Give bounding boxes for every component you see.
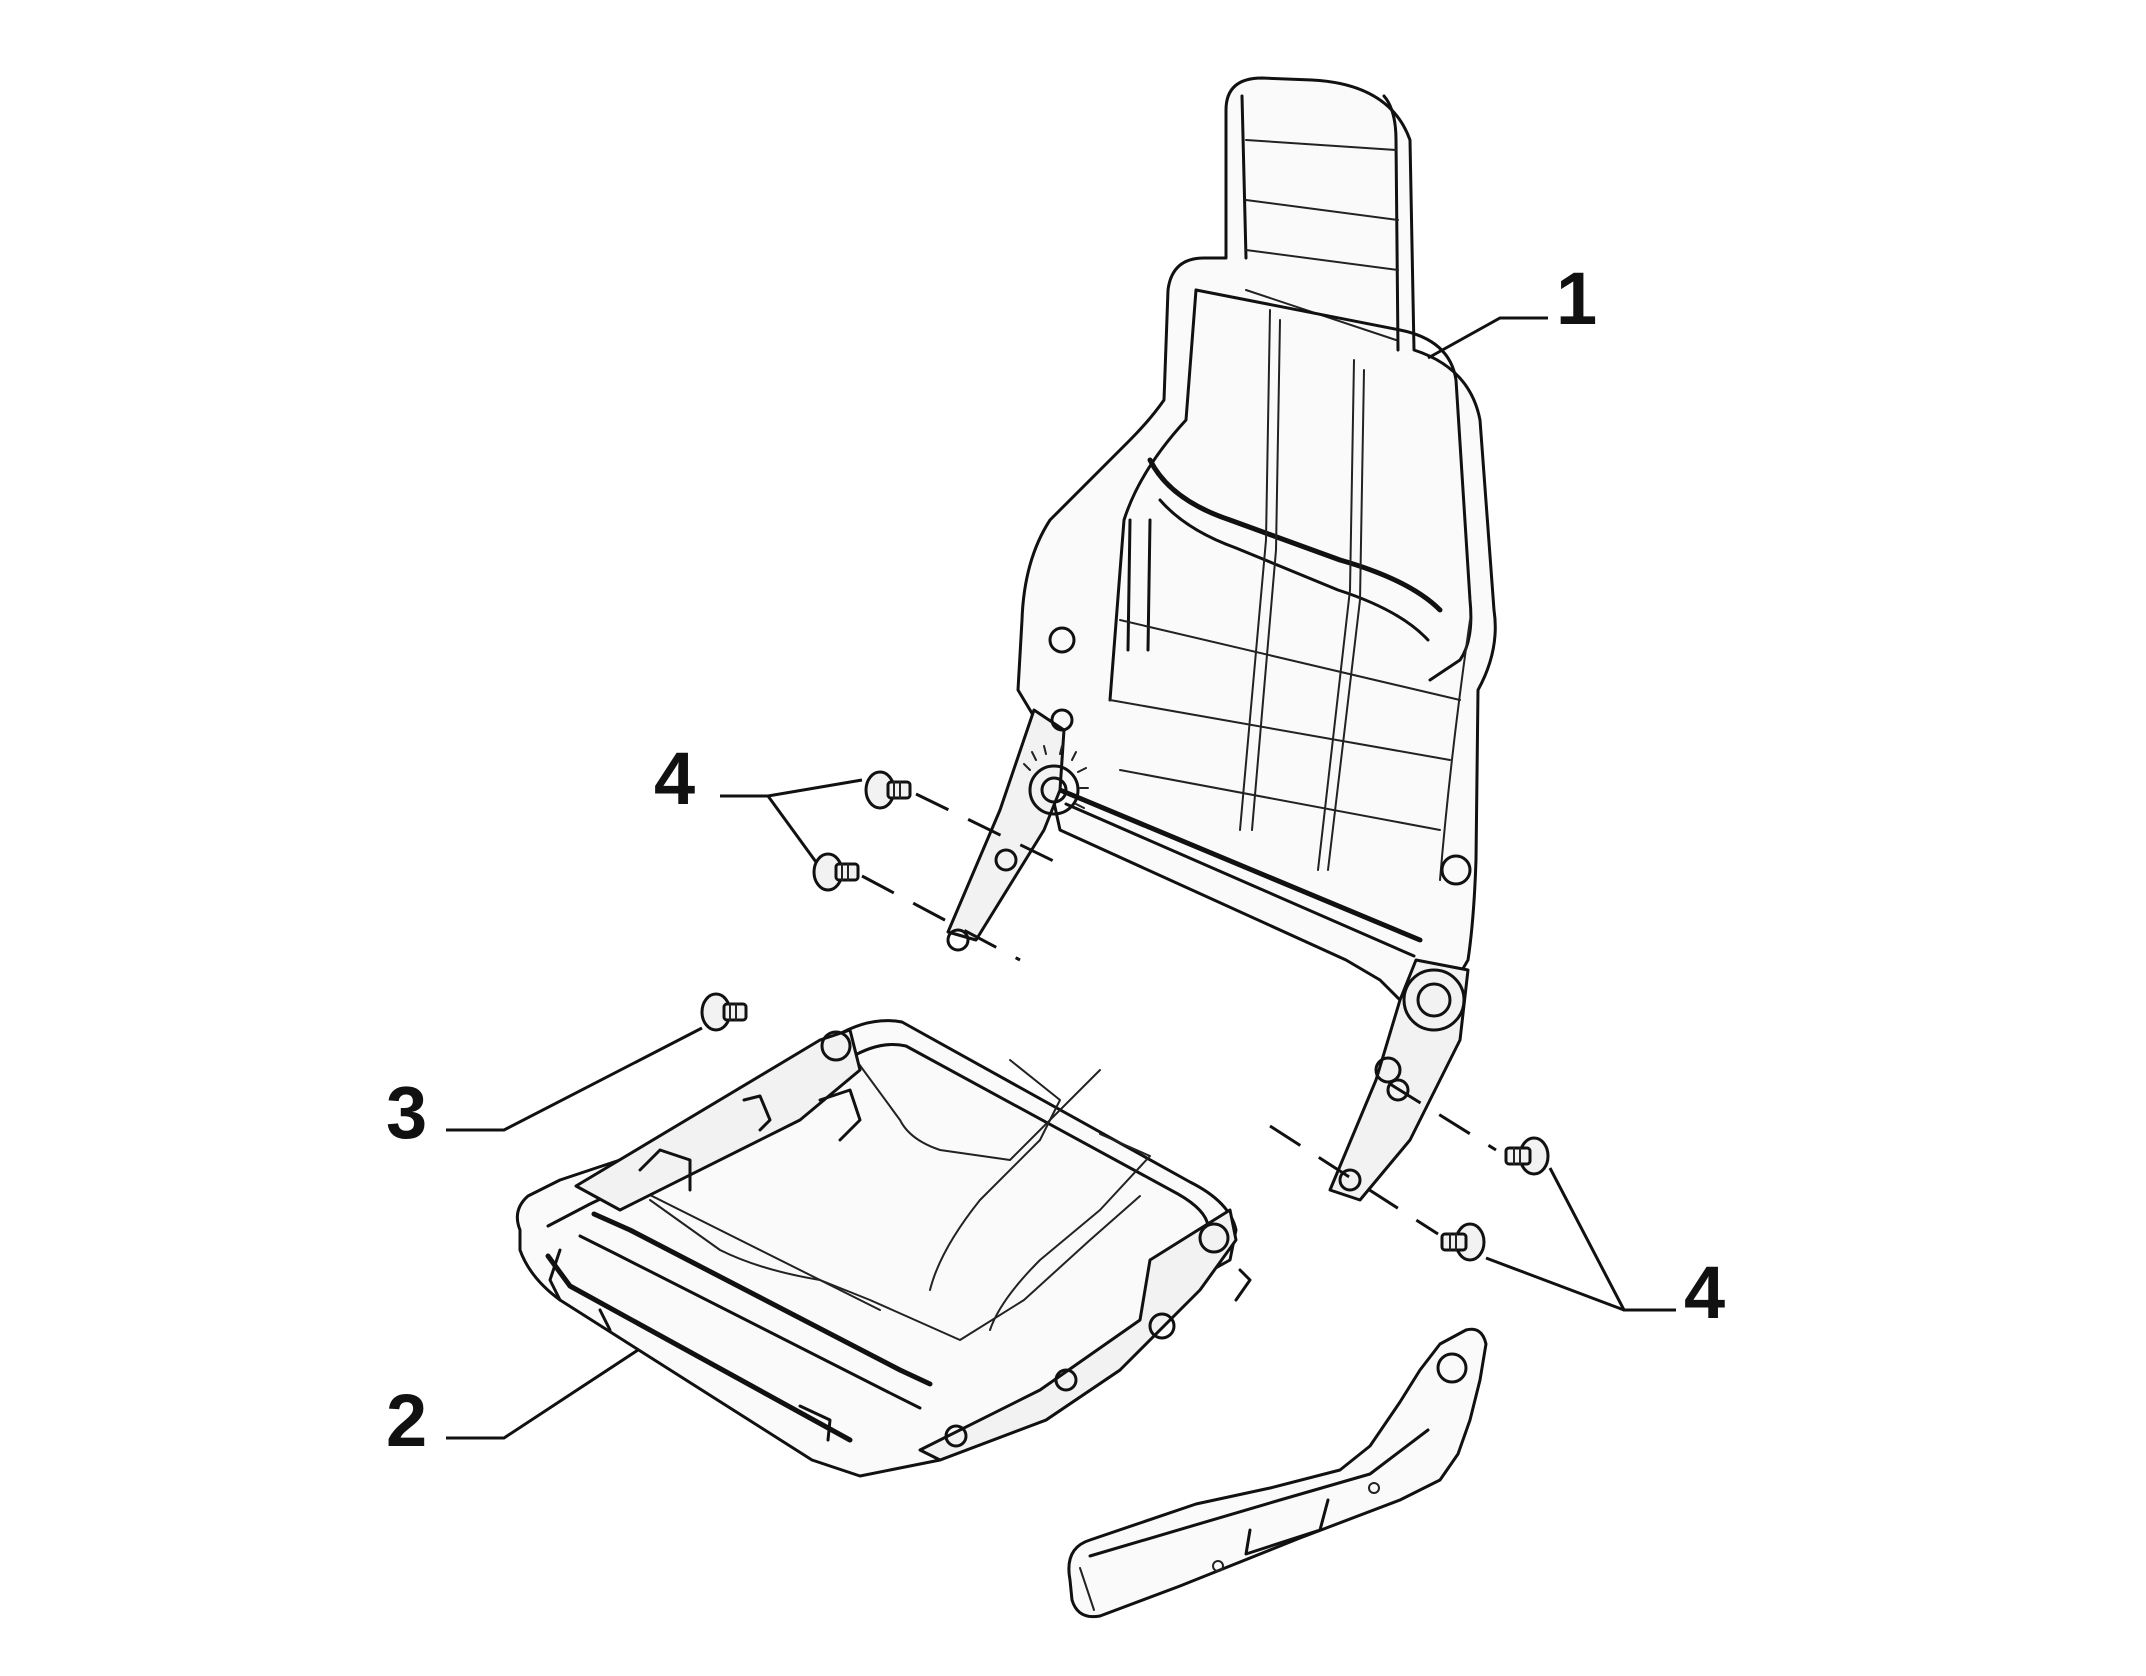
- backrest-frame: [946, 76, 1497, 1202]
- callout-1: 1: [1556, 257, 1597, 340]
- bolt-3: [700, 992, 748, 1032]
- callout-4-lower: 4: [1684, 1251, 1725, 1334]
- assembly-lines: [861, 792, 1497, 1236]
- callout-4-upper: 4: [654, 737, 695, 820]
- side-trim-cover: [1067, 1327, 1488, 1619]
- bolt-4-upper-left-b: [812, 852, 860, 892]
- bolt-4-upper-left-a: [864, 770, 912, 810]
- leader-lines: [446, 316, 1676, 1440]
- callout-3: 3: [386, 1071, 427, 1154]
- callout-2: 2: [386, 1379, 427, 1462]
- seat-cushion-frame: [515, 1019, 1252, 1478]
- bolt-4-lower-right-a: [1504, 1136, 1550, 1176]
- bolt-4-lower-right-b: [1440, 1222, 1486, 1262]
